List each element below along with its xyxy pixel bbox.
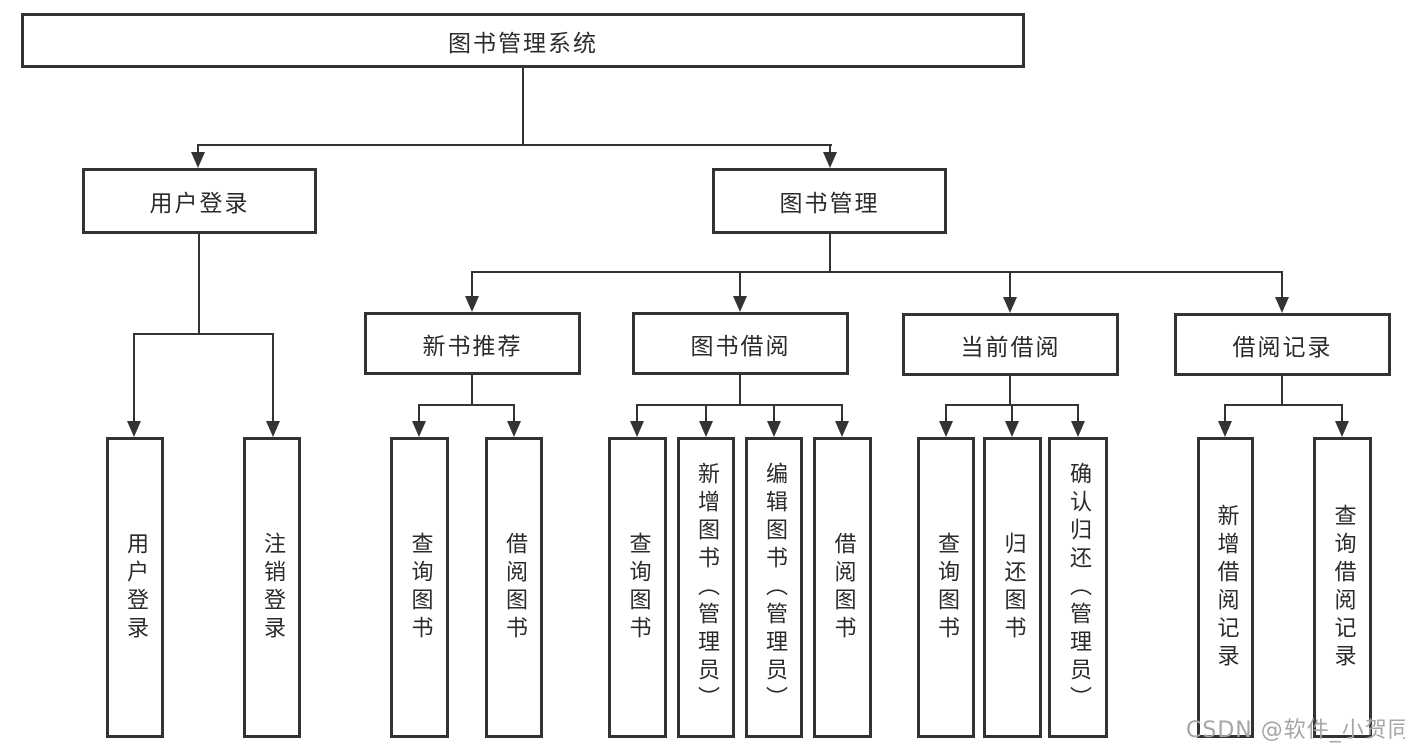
node-nb-borrow-books-label: 借阅图书: [502, 531, 527, 644]
edge-drop-book-management: [829, 144, 831, 154]
arrowhead-cb-confirm: [1071, 421, 1085, 437]
node-nb-query-books: 查询图书: [390, 437, 449, 738]
node-cb-query-books: 查询图书: [917, 437, 975, 738]
node-bb-borrow-books: 借阅图书: [813, 437, 872, 738]
arrowhead-bb-add: [699, 421, 713, 437]
edge-drop-borrowing-records: [1281, 271, 1283, 298]
edge-drop-cb-query: [945, 404, 947, 422]
edge-level2-rail: [197, 144, 832, 146]
edge-book-management-stem: [829, 234, 831, 273]
edge-drop-new-book: [471, 271, 473, 297]
edge-drop-logout: [272, 333, 274, 422]
edge-drop-cb-confirm: [1077, 404, 1079, 422]
edge-borrowing-records-stem: [1281, 376, 1283, 406]
node-logout-login: 注销登录: [243, 437, 301, 738]
arrowhead-logout: [266, 421, 280, 437]
arrowhead-nb-borrow: [507, 421, 521, 437]
edge-drop-br-add: [1224, 404, 1226, 422]
edge-level3-rail: [472, 271, 1283, 273]
node-user-login-leaf-label: 用户登录: [123, 531, 148, 644]
node-user-login-leaf: 用户登录: [106, 437, 164, 738]
edge-drop-bb-borrow: [841, 404, 843, 422]
arrowhead-cb-query: [939, 421, 953, 437]
arrowhead-bb-edit: [767, 421, 781, 437]
node-br-query-record: 查询借阅记录: [1313, 437, 1372, 738]
arrowhead-br-add: [1218, 421, 1232, 437]
arrowhead-current-borrowing: [1003, 297, 1017, 313]
edge-book-borrowing-rail: [637, 404, 843, 406]
arrowhead-cb-return: [1005, 421, 1019, 437]
node-bb-borrow-books-label: 借阅图书: [830, 531, 856, 644]
edge-drop-user-login-leaf: [133, 333, 135, 422]
edge-drop-nb-query: [418, 404, 420, 422]
node-book-management: 图书管理: [712, 168, 947, 234]
node-bb-query-books-label: 查询图书: [625, 531, 651, 644]
node-book-management-label: 图书管理: [779, 191, 880, 217]
arrowhead-user-login-leaf: [127, 421, 141, 437]
node-logout-login-label: 注销登录: [260, 531, 285, 644]
node-book-borrowing: 图书借阅: [632, 312, 849, 375]
edge-drop-user-login: [197, 144, 199, 154]
edge-book-borrowing-stem: [739, 375, 741, 406]
edge-borrowing-records-rail: [1225, 404, 1343, 406]
node-book-borrowing-label: 图书借阅: [690, 333, 791, 360]
node-current-borrowing-label: 当前借阅: [960, 334, 1061, 361]
node-cb-return-books: 归还图书: [983, 437, 1042, 738]
edge-user-login-rail: [133, 333, 274, 335]
node-bb-add-books-admin-label: 新增图书（管理员）: [694, 461, 719, 714]
node-bb-add-books-admin: 新增图书（管理员）: [677, 437, 735, 738]
edge-drop-bb-query: [636, 404, 638, 422]
arrowhead-nb-query: [412, 421, 426, 437]
node-library-system-label: 图书管理系统: [448, 30, 598, 57]
node-borrowing-records-label: 借阅记录: [1232, 334, 1333, 361]
node-br-query-record-label: 查询借阅记录: [1330, 503, 1356, 672]
arrowhead-book-borrowing: [733, 296, 747, 312]
arrowhead-bb-borrow: [835, 421, 849, 437]
node-bb-query-books: 查询图书: [608, 437, 667, 738]
node-nb-query-books-label: 查询图书: [407, 531, 433, 644]
arrowhead-user-login: [191, 152, 205, 168]
node-user-login: 用户登录: [82, 168, 317, 234]
node-nb-borrow-books: 借阅图书: [485, 437, 543, 738]
node-cb-query-books-label: 查询图书: [934, 531, 959, 644]
edge-drop-bb-edit: [773, 404, 775, 422]
node-bb-edit-books-admin-label: 编辑图书（管理员）: [762, 461, 787, 714]
edge-drop-current-borrowing: [1009, 271, 1011, 298]
edge-new-book-stem: [471, 375, 473, 406]
edge-current-borrowing-stem: [1009, 376, 1011, 406]
arrowhead-br-query: [1335, 421, 1349, 437]
node-cb-confirm-return-admin: 确认归还（管理员）: [1048, 437, 1108, 738]
edge-drop-nb-borrow: [513, 404, 515, 422]
edge-drop-book-borrowing: [739, 271, 741, 297]
node-new-book-recommend: 新书推荐: [364, 312, 581, 375]
edge-user-login-stem: [198, 234, 200, 335]
node-bb-edit-books-admin: 编辑图书（管理员）: [745, 437, 803, 738]
node-br-add-record-label: 新增借阅记录: [1213, 503, 1239, 672]
arrowhead-bb-query: [630, 421, 644, 437]
arrowhead-book-management: [823, 152, 837, 168]
node-new-book-recommend-label: 新书推荐: [422, 333, 523, 360]
arrowhead-new-book: [465, 296, 479, 312]
edge-drop-cb-return: [1011, 404, 1013, 422]
node-cb-return-books-label: 归还图书: [1000, 531, 1026, 644]
node-br-add-record: 新增借阅记录: [1197, 437, 1254, 738]
edge-drop-br-query: [1341, 404, 1343, 422]
edge-drop-bb-add: [705, 404, 707, 422]
node-library-system: 图书管理系统: [21, 13, 1025, 68]
node-user-login-label: 用户登录: [149, 191, 250, 217]
edge-root-stem: [522, 68, 524, 146]
csdn-watermark: CSDN @软件_小贺同学: [1186, 718, 1405, 743]
arrowhead-borrowing-records: [1275, 297, 1289, 313]
node-cb-confirm-return-admin-label: 确认归还（管理员）: [1066, 461, 1091, 714]
node-borrowing-records: 借阅记录: [1174, 313, 1391, 376]
edge-new-book-rail: [419, 404, 515, 406]
node-current-borrowing: 当前借阅: [902, 313, 1119, 376]
